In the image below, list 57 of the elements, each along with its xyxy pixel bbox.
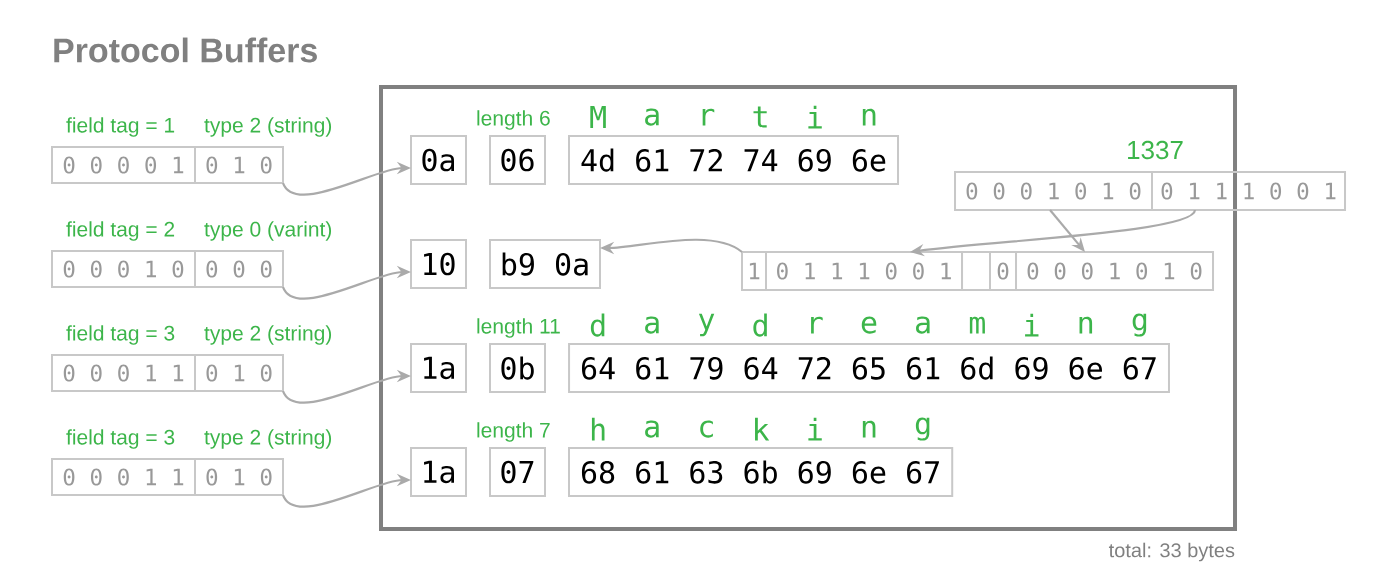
- value-label: 1337: [1128, 140, 1183, 160]
- character-label: r: [702, 108, 715, 126]
- length-label: length 7: [477, 422, 550, 442]
- character-label: n: [862, 420, 876, 438]
- character-label: r: [811, 316, 823, 334]
- character-label: a: [645, 108, 659, 126]
- character-label: e: [861, 316, 877, 334]
- bit-box: 0 0 0 0 1 0 1 0: [51, 146, 284, 184]
- byte-box: b9 0a: [489, 239, 601, 289]
- length-label: length 6: [477, 110, 550, 130]
- character-label: g: [915, 417, 930, 441]
- character-label: M: [590, 106, 606, 128]
- byte-box: 07: [489, 447, 546, 497]
- character-label: i: [808, 105, 822, 129]
- character-label: g: [1132, 313, 1147, 337]
- character-label: d: [590, 313, 605, 337]
- bit-box: 0 0 0 1 1 0 1 0: [51, 354, 284, 392]
- bit-box: 0 0 0 1 1 0 1 0: [51, 458, 284, 496]
- character-label: a: [645, 420, 659, 438]
- character-label: t: [753, 106, 767, 128]
- byte-box: 64 61 79 64 72 65 61 6d 69 6e 67: [568, 343, 1170, 393]
- field-label: type 2 (string): [204, 325, 332, 345]
- field-label: type 0 (varint): [204, 221, 332, 241]
- length-label: length 11: [477, 318, 560, 338]
- byte-box: 0b: [489, 343, 546, 393]
- character-label: d: [753, 313, 767, 337]
- byte-box: 1a: [410, 343, 467, 393]
- frame-box: [379, 85, 1237, 531]
- field-label: type 2 (string): [204, 117, 332, 137]
- character-label: k: [755, 417, 770, 441]
- byte-box: 68 61 63 6b 69 6e 67: [568, 447, 954, 497]
- field-label: type 2 (string): [204, 429, 332, 449]
- character-label: n: [1079, 316, 1093, 334]
- byte-box: 0a: [410, 135, 467, 185]
- character-label: n: [862, 108, 876, 126]
- field-label: field tag = 1: [66, 117, 175, 137]
- character-label: a: [645, 316, 659, 334]
- byte-box: 06: [489, 135, 546, 185]
- note: total: 33 bytes: [1108, 542, 1235, 562]
- byte-box: 4d 61 72 74 69 6e: [568, 135, 899, 185]
- byte-box: 1a: [410, 447, 467, 497]
- field-label: field tag = 3: [66, 325, 175, 345]
- bit-box: 0 0 0 1 0 0 0 0: [51, 250, 284, 288]
- character-label: y: [698, 313, 715, 337]
- character-label: c: [700, 420, 713, 438]
- character-label: a: [916, 316, 930, 334]
- title: Protocol Buffers: [54, 37, 317, 63]
- bit-box: 0 0 0 1 0 1 0 0 1 1 1 0 0 1: [954, 171, 1346, 211]
- field-label: field tag = 3: [66, 429, 175, 449]
- byte-box: 10: [410, 239, 467, 289]
- bit-box: 1 0 1 1 1 0 0 1: [741, 251, 963, 291]
- field-label: field tag = 2: [66, 221, 175, 241]
- character-label: i: [808, 417, 822, 441]
- character-label: h: [591, 417, 605, 441]
- bit-box: 0 0 0 0 1 0 1 0: [989, 251, 1214, 291]
- character-label: i: [1025, 313, 1039, 337]
- character-label: m: [969, 316, 985, 334]
